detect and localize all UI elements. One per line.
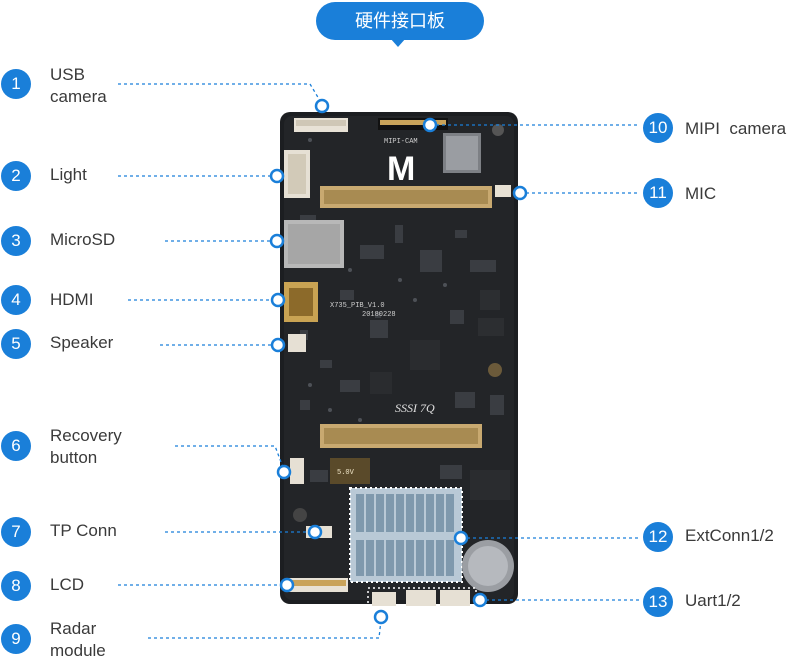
- callout-label-speaker: Speaker: [50, 333, 114, 352]
- title-pointer: [390, 38, 406, 47]
- callout-badge-2: 2: [1, 161, 31, 191]
- callout-label-recovery-button: Recovery button: [50, 426, 122, 467]
- pcb-components: [300, 215, 510, 500]
- callout-label-microsd: MicroSD: [50, 230, 116, 249]
- callout-label-tp-conn: TP Conn: [50, 521, 117, 540]
- silk-date: 20180228: [362, 311, 396, 319]
- callout-label-lcd: LCD: [50, 575, 85, 594]
- mic-component: [495, 185, 511, 197]
- pcb-vias: [293, 124, 504, 522]
- silk-model: X735_PIB_V1.0: [330, 302, 385, 310]
- callout-label-extconn: ExtConn1/2: [685, 526, 774, 545]
- silk-revision: SSSI 7Q: [395, 401, 435, 415]
- callout-badge-13: 13: [643, 587, 673, 617]
- callout-label-mipi-camera: MIPI camera: [685, 119, 787, 138]
- callout-badge-12: 12: [643, 522, 673, 552]
- leader-endpoints: [269, 98, 528, 625]
- callout-label-light: Light: [50, 165, 87, 184]
- callout-badge-7: 7: [1, 517, 31, 547]
- callout-label-uart: Uart1/2: [685, 591, 741, 610]
- callout-badge-10: 10: [643, 113, 673, 143]
- callout-label-radar-module: Radar module: [50, 619, 106, 660]
- leader-lines: [118, 83, 640, 639]
- callout-badge-11: 11: [643, 178, 673, 208]
- silk-cells: 5.0V: [337, 469, 355, 477]
- callout-label-mic: MIC: [685, 184, 717, 203]
- speaker-connector: [288, 334, 306, 352]
- callout-badge-1: 1: [1, 69, 31, 99]
- ext-terminal-pins: [356, 494, 454, 576]
- callout-badge-4: 4: [1, 285, 31, 315]
- uart-connector-2: [440, 590, 470, 606]
- diagram-title: 硬件接口板: [316, 2, 484, 40]
- callout-badge-8: 8: [1, 571, 31, 601]
- silk-mipi: MIPI-CAM: [384, 138, 418, 146]
- callout-badge-9: 9: [1, 624, 31, 654]
- callout-label-hdmi: HDMI: [50, 290, 94, 309]
- recovery-button-part: [290, 458, 304, 484]
- uart-connector-1: [406, 590, 436, 606]
- radar-connector: [372, 592, 396, 606]
- callout-badge-5: 5: [1, 329, 31, 359]
- board-logo: M: [387, 150, 415, 188]
- callout-badge-6: 6: [1, 431, 31, 461]
- callout-label-usb-camera: USB camera: [50, 65, 107, 106]
- callout-badge-3: 3: [1, 226, 31, 256]
